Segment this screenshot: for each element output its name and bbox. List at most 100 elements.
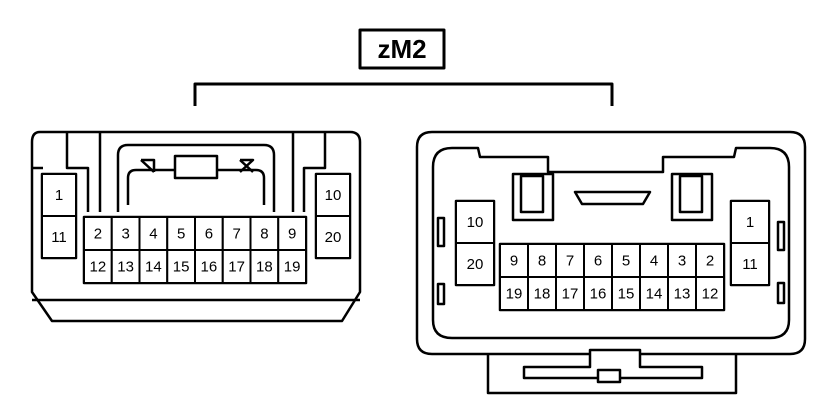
left-pin-20-box xyxy=(315,215,351,259)
left-pin-3-label: 3 xyxy=(121,226,129,243)
right-pin-12: 12 xyxy=(695,276,725,311)
right-housing-inner xyxy=(431,146,791,340)
right-pin-15-label: 15 xyxy=(618,286,635,303)
left-pin-16: 16 xyxy=(194,249,224,284)
right-pin-3-label: 3 xyxy=(678,253,686,270)
left-pin-11-label: 11 xyxy=(51,229,67,246)
left-pin-18: 18 xyxy=(249,249,280,284)
right-pin-3-box xyxy=(667,243,697,278)
right-pin-8: 8 xyxy=(527,243,557,278)
right-pin-20: 20 xyxy=(455,242,495,286)
left-pin-1-box xyxy=(41,173,77,217)
left-pin-7: 7 xyxy=(221,216,252,251)
left-pin-19: 19 xyxy=(277,249,307,284)
title-box xyxy=(358,28,446,70)
right-pin-13: 13 xyxy=(667,276,697,311)
left-inner-wall-a xyxy=(65,132,90,212)
right-pin-1-label: 1 xyxy=(746,214,754,231)
left-pin-8-label: 8 xyxy=(260,226,268,243)
right-pin-11-box xyxy=(730,242,770,286)
right-pin-13-box xyxy=(667,276,697,311)
left-pin-7-label: 7 xyxy=(232,226,240,243)
left-pin-10: 10 xyxy=(315,173,351,217)
right-pin-16-label: 16 xyxy=(590,286,607,303)
left-pin-10-box xyxy=(315,173,351,217)
right-side-slot-right-bottom xyxy=(776,281,786,305)
right-pin-10: 10 xyxy=(455,200,495,244)
left-pin-19-box xyxy=(277,249,307,284)
right-side-slot-left-bottom xyxy=(436,282,446,306)
left-pin-15: 15 xyxy=(166,249,196,284)
right-pin-12-label: 12 xyxy=(702,286,719,303)
left-pin-13-box xyxy=(110,249,141,284)
left-housing-outline xyxy=(30,130,362,323)
right-bottom-lock xyxy=(486,354,738,395)
left-pin-14: 14 xyxy=(138,249,169,284)
right-pin-3: 3 xyxy=(667,243,697,278)
left-latch-tab xyxy=(173,154,219,180)
right-pin-5-label: 5 xyxy=(622,253,630,270)
left-pin-4-label: 4 xyxy=(149,226,157,243)
left-pin-11-box xyxy=(41,215,77,259)
right-pin-7-label: 7 xyxy=(566,253,574,270)
right-pin-9: 9 xyxy=(499,243,529,278)
left-pin-9-label: 9 xyxy=(288,226,296,243)
title-label: zM2 xyxy=(358,28,446,70)
right-pin-18: 18 xyxy=(527,276,557,311)
left-pin-12: 12 xyxy=(83,249,113,284)
right-side-slot-left-top xyxy=(436,216,446,248)
right-pin-16-box xyxy=(583,276,613,311)
right-pin-2: 2 xyxy=(695,243,725,278)
left-inner-rails xyxy=(98,132,295,212)
right-pin-20-box xyxy=(455,242,495,286)
right-pin-5-box xyxy=(611,243,641,278)
right-pin-9-label: 9 xyxy=(510,253,518,270)
left-latch-ramp-edges xyxy=(141,158,255,173)
left-pin-2-label: 2 xyxy=(94,226,102,243)
right-pin-4-box xyxy=(639,243,669,278)
right-pin-11-label: 11 xyxy=(742,256,758,273)
left-pin-15-label: 15 xyxy=(173,259,190,276)
left-pin-16-label: 16 xyxy=(201,259,218,276)
right-guide-left-inner xyxy=(519,174,545,214)
left-pin-10-label: 10 xyxy=(325,187,342,204)
right-pin-19: 19 xyxy=(499,276,529,311)
left-pin-6-label: 6 xyxy=(205,226,213,243)
right-pin-14-label: 14 xyxy=(646,286,663,303)
right-pin-13-label: 13 xyxy=(674,286,691,303)
left-latch-outer xyxy=(116,143,276,212)
left-pin-12-label: 12 xyxy=(90,259,107,276)
right-pin-17: 17 xyxy=(555,276,585,311)
right-pin-17-box xyxy=(555,276,585,311)
right-bottom-lock-button xyxy=(596,368,622,384)
left-pin-4: 4 xyxy=(138,216,169,251)
right-bottom-lock-tab xyxy=(522,348,704,380)
right-pin-15-box xyxy=(611,276,641,311)
left-pin-5: 5 xyxy=(166,216,196,251)
right-pin-16: 16 xyxy=(583,276,613,311)
left-pin-17: 17 xyxy=(221,249,252,284)
right-pin-7: 7 xyxy=(555,243,585,278)
left-pin-5-label: 5 xyxy=(177,226,185,243)
bracket xyxy=(193,82,614,106)
left-pin-14-label: 14 xyxy=(145,259,162,276)
right-pin-1: 1 xyxy=(730,200,770,244)
left-pin-13: 13 xyxy=(110,249,141,284)
right-pin-20-label: 20 xyxy=(467,256,484,273)
right-side-slot-right-top xyxy=(776,220,786,252)
right-pin-14: 14 xyxy=(639,276,669,311)
left-pin-7-box xyxy=(221,216,252,251)
left-pin-6: 6 xyxy=(194,216,224,251)
left-pin-3: 3 xyxy=(110,216,141,251)
right-housing-outline xyxy=(415,130,807,356)
right-pin-6: 6 xyxy=(583,243,613,278)
left-inner-wall-b xyxy=(302,132,327,212)
right-pin-18-label: 18 xyxy=(534,286,551,303)
left-pin-9: 9 xyxy=(277,216,307,251)
left-pin-2: 2 xyxy=(83,216,113,251)
title-text: zM2 xyxy=(377,34,426,64)
right-pin-6-label: 6 xyxy=(594,253,602,270)
right-pin-18-box xyxy=(527,276,557,311)
left-pin-13-label: 13 xyxy=(117,259,134,276)
